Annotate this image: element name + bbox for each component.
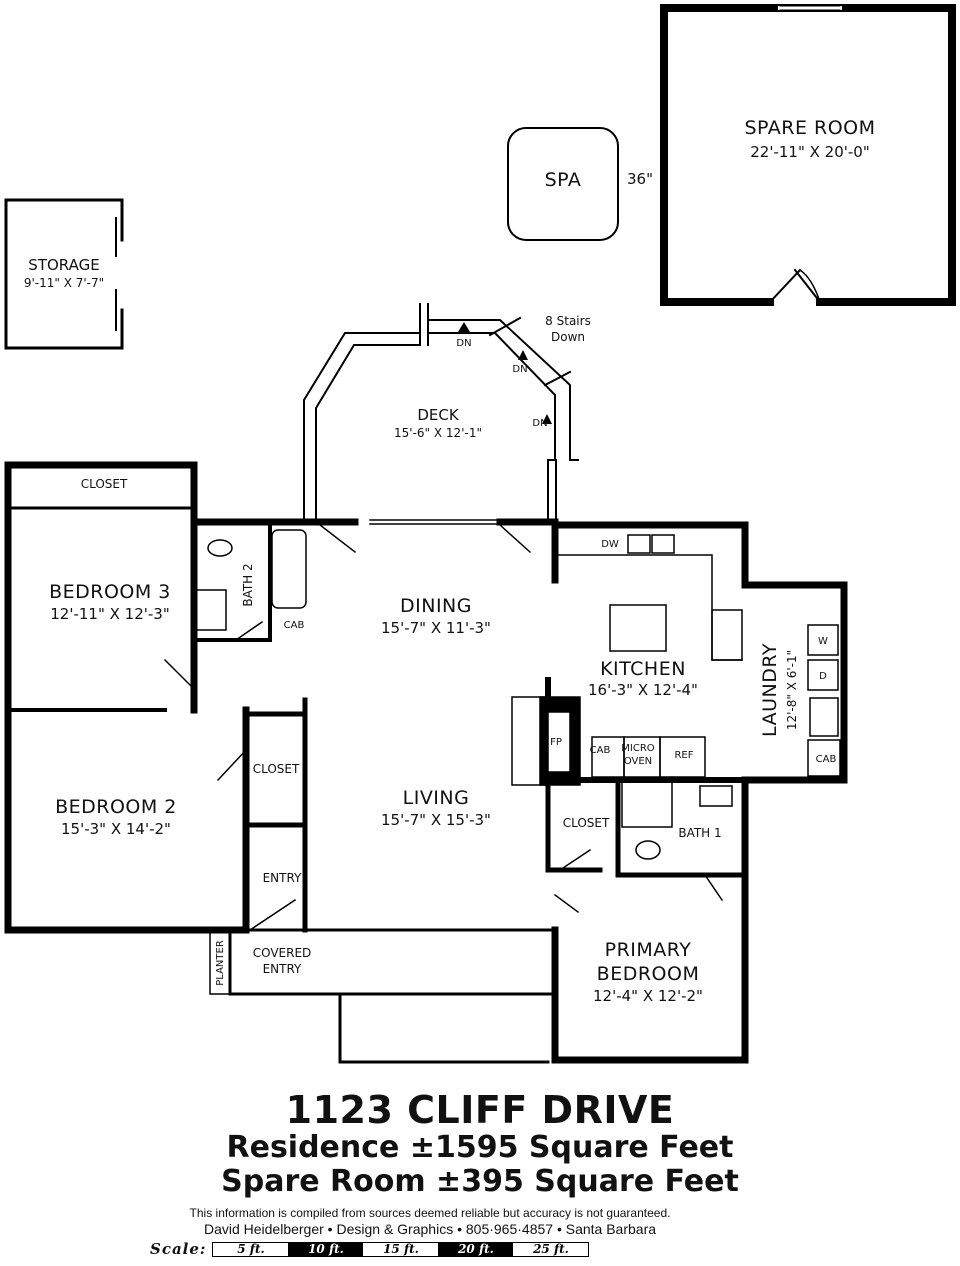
cab-label-laundry: CAB (816, 754, 837, 765)
windows (5, 519, 721, 1063)
primary-dims: 12'-4" X 12'-2" (593, 987, 703, 1005)
spare-room-name: SPARE ROOM (744, 117, 875, 139)
credit-line: David Heidelberger • Design & Graphics •… (203, 1221, 657, 1237)
storage-dims: 9'-11" X 7'-7" (24, 276, 104, 290)
spa-name: SPA (545, 169, 582, 191)
stairs-note-1: 8 Stairs (545, 314, 591, 328)
bath-fixtures (195, 529, 733, 860)
planter-label: PLANTER (215, 940, 226, 986)
covered-entry-2: ENTRY (263, 962, 302, 976)
residence-sqft: Residence ±1595 Square Feet (226, 1130, 734, 1165)
covered-entry (209, 928, 557, 1064)
dn-label-3: DN (532, 418, 547, 429)
scale-segment-20: 20 ft. (438, 1242, 514, 1256)
entry-name: ENTRY (263, 871, 302, 885)
dryer-label: D (819, 671, 827, 682)
closet-label-primary: CLOSET (563, 816, 610, 830)
micro-line2: OVEN (624, 756, 652, 767)
bath2-name: BATH 2 (241, 563, 255, 606)
dining-dims: 15'-7" X 11'-3" (381, 619, 491, 637)
cab-label-kitchen: CAB (590, 745, 611, 756)
laundry-name: LAUNDRY (759, 643, 781, 737)
kitchen-dims: 16'-3" X 12'-4" (588, 681, 698, 699)
scale-segments: 5 ft. 10 ft. 15 ft. 20 ft. 25 ft. (212, 1241, 590, 1257)
scale-segment-5: 5 ft. (213, 1242, 289, 1256)
closet-label-hall: CLOSET (253, 762, 300, 776)
scale-title: Scale: (150, 1240, 207, 1258)
scale-segment-25: 25 ft. (513, 1242, 589, 1256)
stair-arrows (458, 322, 552, 424)
micro-line1: MICRO (621, 743, 655, 754)
living-dims: 15'-7" X 15'-3" (381, 811, 491, 829)
kitchen-counters (511, 534, 743, 786)
bedroom2-dims: 15'-3" X 14'-2" (61, 820, 171, 838)
bedroom3-dims: 12'-11" X 12'-3" (50, 605, 170, 623)
property-address: 1123 CLIFF DRIVE (285, 1088, 675, 1132)
disclaimer: This information is compiled from source… (189, 1206, 671, 1220)
spa-outline (507, 127, 619, 241)
floor-plan: SPARE ROOM 22'-11" X 20'-0" SPA 36" STOR… (4, 4, 956, 1064)
kitchen-name: KITCHEN (600, 658, 686, 680)
spa-clearance: 36" (627, 170, 653, 188)
bath1-name: BATH 1 (678, 826, 721, 840)
deck-name: DECK (417, 406, 460, 424)
spare-room-walls (660, 4, 956, 306)
deck-outline (303, 303, 579, 521)
scale-segment-15: 15 ft. (363, 1242, 439, 1256)
dining-name: DINING (400, 595, 472, 617)
scale-bar: Scale: 5 ft. 10 ft. 15 ft. 20 ft. 25 ft. (150, 1240, 590, 1258)
scale-segment-10: 10 ft. (288, 1242, 364, 1256)
laundry-dims: 12'-8" X 6'-1" (785, 650, 799, 730)
laundry-fixtures (807, 624, 841, 777)
washer-label: W (818, 636, 828, 647)
bedroom2-name: BEDROOM 2 (55, 796, 177, 818)
bedroom3-name: BEDROOM 3 (49, 581, 171, 603)
primary-line1: PRIMARY (605, 939, 692, 961)
closet-label-b3: CLOSET (81, 477, 128, 491)
dn-label-2: DN (512, 364, 527, 375)
house-walls (4, 461, 848, 1064)
storage-name: STORAGE (28, 256, 99, 274)
dn-label-1: DN (456, 338, 471, 349)
primary-line2: BEDROOM (597, 963, 700, 985)
stairs-note-2: Down (551, 330, 585, 344)
doors (163, 523, 724, 932)
fp-label: FP (550, 737, 562, 748)
dw-label: DW (601, 539, 619, 550)
ref-label: REF (674, 750, 693, 761)
storage-walls (4, 198, 124, 350)
spare-room-dims: 22'-11" X 20'-0" (750, 143, 870, 161)
deck-dims: 15'-6" X 12'-1" (394, 426, 482, 440)
spare-room-sqft: Spare Room ±395 Square Feet (221, 1164, 739, 1199)
cab-label-bath2: CAB (284, 620, 305, 631)
covered-entry-1: COVERED (253, 946, 312, 960)
living-name: LIVING (403, 787, 470, 809)
